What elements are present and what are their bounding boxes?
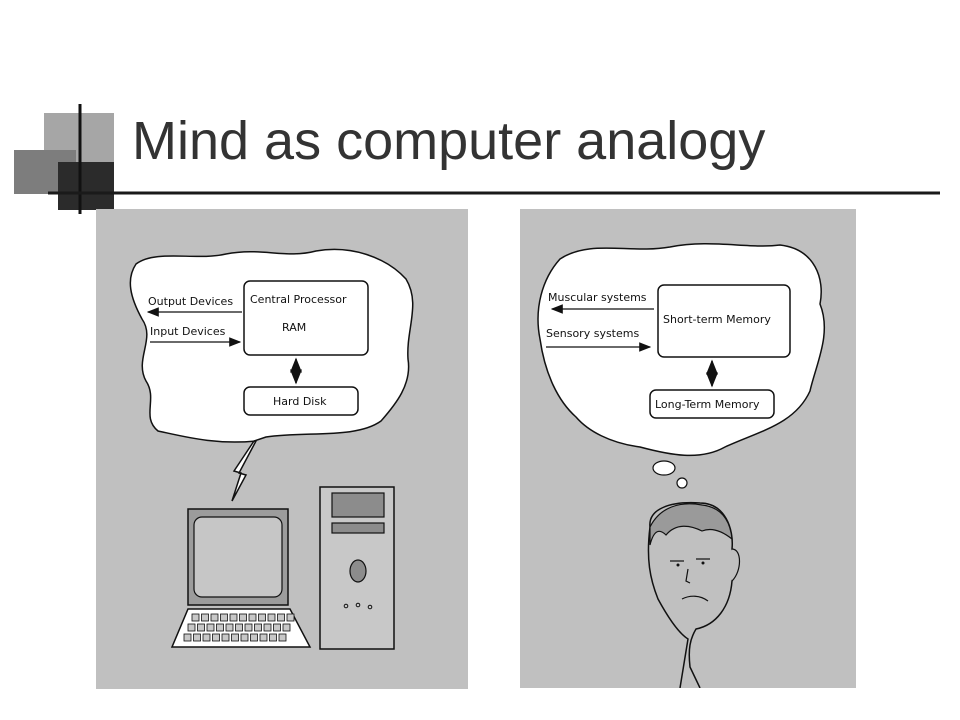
hard-disk-label: Hard Disk bbox=[273, 395, 327, 408]
keyboard-key bbox=[269, 633, 277, 642]
mouth bbox=[681, 595, 709, 602]
keyboard-key bbox=[210, 613, 219, 622]
computer-tower bbox=[319, 486, 395, 650]
deco-square-dark bbox=[58, 162, 114, 210]
keyboard-key bbox=[216, 623, 224, 632]
ram-label: RAM bbox=[282, 321, 306, 334]
keyboard-key bbox=[239, 613, 247, 622]
keyboard-key bbox=[212, 633, 220, 642]
keyboard-key bbox=[220, 613, 228, 622]
keyboard-key bbox=[258, 613, 266, 622]
computer-keyboard bbox=[170, 608, 312, 648]
mind-diagram: Short-term Memory Long-Term Memory Muscu… bbox=[537, 243, 826, 688]
keyboard-key bbox=[267, 613, 276, 622]
keyboard-key bbox=[240, 633, 249, 642]
thought-bubble-small bbox=[676, 477, 688, 489]
central-processor-box bbox=[243, 280, 369, 356]
computer-monitor bbox=[187, 508, 289, 606]
title-decoration bbox=[14, 104, 940, 214]
sensory-systems-label: Sensory systems bbox=[546, 327, 639, 340]
keyboard-key bbox=[254, 623, 262, 632]
keyboard-key bbox=[202, 633, 211, 642]
mind-panel: Short-term Memory Long-Term Memory Muscu… bbox=[520, 209, 856, 688]
keyboard-key bbox=[193, 633, 201, 642]
keyboard-key bbox=[229, 613, 238, 622]
keyboard-key bbox=[201, 613, 209, 622]
keyboard-key bbox=[225, 623, 234, 632]
keyboard-key bbox=[273, 623, 281, 632]
nose bbox=[685, 568, 691, 584]
input-devices-label: Input Devices bbox=[150, 325, 226, 338]
computer-panel: Central Processor RAM Hard Disk Output D… bbox=[96, 209, 468, 689]
short-term-memory-label: Short-term Memory bbox=[663, 313, 771, 326]
keyboard-key bbox=[282, 623, 291, 632]
ear bbox=[731, 548, 741, 582]
slide-title: Mind as computer analogy bbox=[132, 111, 766, 171]
keyboard-key bbox=[235, 623, 243, 632]
computer-diagram: Central Processor RAM Hard Disk Output D… bbox=[129, 248, 414, 650]
long-term-memory-label: Long-Term Memory bbox=[655, 398, 760, 411]
output-devices-label: Output Devices bbox=[148, 295, 233, 308]
keyboard-key bbox=[231, 633, 239, 642]
keyboard-key bbox=[244, 623, 253, 632]
central-processor-label: Central Processor bbox=[250, 293, 347, 306]
keyboard-key bbox=[221, 633, 230, 642]
keyboard-key bbox=[250, 633, 258, 642]
keyboard-key bbox=[206, 623, 215, 632]
keyboard-key bbox=[248, 613, 257, 622]
keyboard-key bbox=[187, 623, 196, 632]
keyboard-key bbox=[286, 613, 295, 622]
thought-bubble-large bbox=[652, 460, 676, 476]
short-term-memory-box bbox=[657, 284, 791, 358]
keyboard-key bbox=[277, 613, 285, 622]
keyboard-key bbox=[183, 633, 192, 642]
hard-disk-box bbox=[243, 386, 359, 416]
keyboard-key bbox=[278, 633, 287, 642]
person-head bbox=[647, 501, 741, 688]
keyboard-key bbox=[197, 623, 205, 632]
keyboard-key bbox=[263, 623, 272, 632]
keyboard-key bbox=[259, 633, 268, 642]
keyboard-key bbox=[191, 613, 200, 622]
long-term-memory-box bbox=[649, 389, 775, 419]
hair bbox=[649, 503, 733, 546]
muscular-systems-label: Muscular systems bbox=[548, 291, 647, 304]
